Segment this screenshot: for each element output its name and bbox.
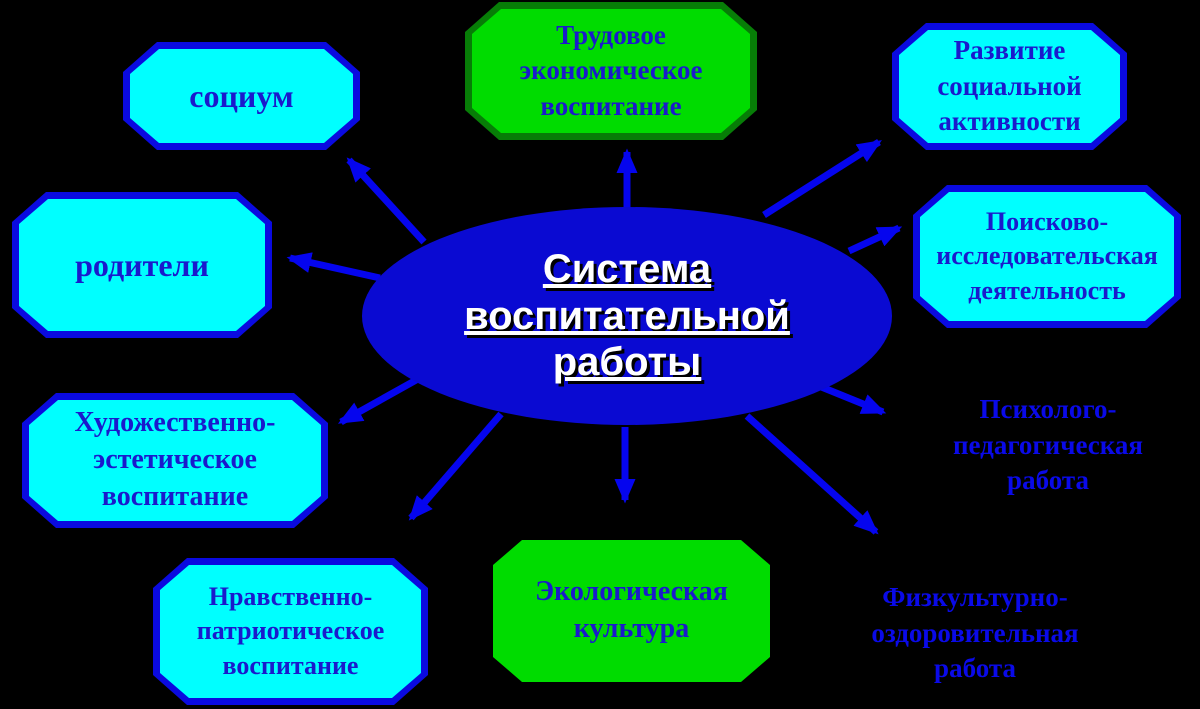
node-razvitie-fill [899, 30, 1120, 143]
node-trudovoe: Трудовое экономическое воспитание [465, 2, 757, 140]
center-title-line: работы [552, 340, 702, 385]
arrow-group [286, 139, 903, 535]
arrow-to-hudozhestvenno [337, 375, 420, 426]
arrow-to-poiskovo [847, 224, 903, 255]
node-razvitie: Развитие социальной активности [892, 23, 1127, 150]
node-hudozhestvenno: Художественно- эстетическое воспитание [22, 393, 328, 528]
node-nravstvenno-fill [160, 565, 421, 698]
node-poiskovo-label: Поисково- исследовательская деятельность [936, 207, 1158, 305]
node-roditeli-fill [19, 199, 265, 331]
node-poiskovo-fill [920, 192, 1174, 321]
node-poiskovo: Поисково- исследовательская деятельность [913, 185, 1181, 328]
node-razvitie-label: Развитие социальной активности [937, 35, 1082, 137]
node-roditeli: родители [12, 192, 272, 338]
node-ekologicheskaya: Экологическая культура [493, 540, 770, 682]
label-psihologo: Психолого- педагогическая работа [952, 394, 1144, 496]
arrow-to-roditeli [286, 252, 381, 282]
center-title-line: воспитательной [464, 293, 790, 338]
arrow-to-socium [346, 157, 427, 245]
node-nravstvenno: Нравственно- патриотическое воспитание [153, 558, 428, 705]
arrow-to-nravstvenno [408, 411, 504, 521]
node-ekologicheskaya-fill [493, 540, 770, 682]
node-socium: социум [123, 42, 360, 150]
node-roditeli-label: родители [75, 246, 209, 283]
center-ellipse: Система воспитательной работы [362, 207, 892, 425]
arrow-to-razvitie [762, 139, 882, 218]
node-nravstvenno-label: Нравственно- патриотическое воспитание [196, 582, 385, 680]
node-hudozhestvenno-label: Художественно- эстетическое воспитание [74, 407, 276, 512]
arrow-to-psihologo [812, 380, 887, 416]
node-socium-fill [130, 49, 353, 143]
node-socium-label: социум [189, 77, 294, 114]
node-hudozhestvenno-fill [29, 400, 321, 521]
node-trudovoe-fill [472, 9, 750, 133]
label-fizkulturno: Физкультурно- оздоровительная работа [871, 582, 1079, 684]
center-title-line: Система [542, 246, 712, 291]
node-trudovoe-label: Трудовое экономическое воспитание [519, 19, 703, 121]
node-ekologicheskaya-label: Экологическая культура [535, 576, 728, 644]
arrow-to-fizkulturno [744, 413, 879, 535]
